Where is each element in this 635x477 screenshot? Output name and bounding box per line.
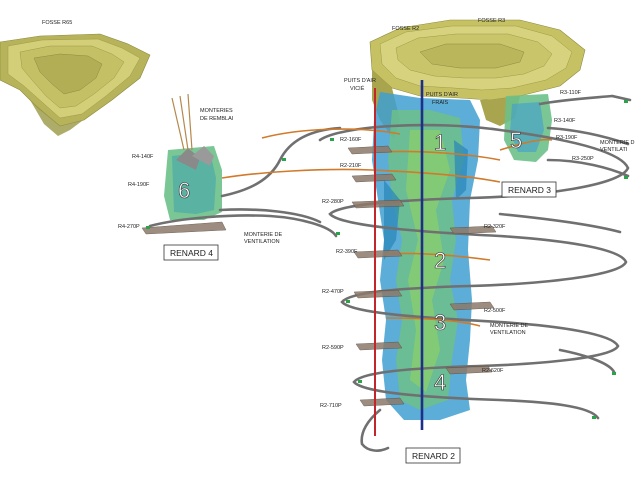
vent-raise-r2-label-1: MONTERIE DE [490, 323, 529, 329]
ramp-system [148, 94, 632, 452]
ramp-r2-label: RENARD 2 [412, 451, 455, 461]
zone-number: 5 [510, 128, 522, 153]
vent-raise-r3-label-2: VENTILATI [600, 147, 628, 153]
level-label: R2-590P [322, 345, 344, 351]
ramp-r2-box [405, 447, 461, 464]
level-label: R3-250P [572, 156, 594, 162]
vent-raise-r3-label-1: MONTERIE D [600, 140, 635, 146]
level-platforms [141, 145, 497, 407]
level-label: R2-320F [484, 224, 506, 230]
level-label: R2-390F [336, 249, 358, 255]
level-label: R2-160F [340, 137, 362, 143]
level-label: R4-190F [128, 182, 150, 188]
exhaust-shaft-label-2: VICIÉ [350, 85, 365, 92]
pit-r65-label: FOSSE R65 [42, 20, 72, 26]
vent-raise-r2-label-2: VENTILATION [490, 330, 526, 336]
level-label: R2-710P [320, 403, 342, 409]
zone-number: 4 [434, 370, 446, 395]
level-label: R3-190F [556, 135, 578, 141]
zone-number: 2 [434, 248, 446, 273]
ramp-r3-box [501, 181, 557, 198]
zone-number: 1 [434, 130, 446, 155]
backfill-raises-label-2: DE REMBLAI [200, 116, 234, 122]
orebody-r2 [372, 92, 480, 420]
fresh-shaft-label-1: PUITS D'AIR [426, 92, 458, 98]
level-label: R3-110F [560, 90, 582, 96]
level-label: R3-140F [554, 118, 576, 124]
zone-number: 6 [178, 178, 190, 203]
level-label: R2-210F [340, 163, 362, 169]
station-markers [146, 100, 628, 419]
pit-r2-label: FOSSE R2 [392, 26, 419, 32]
level-label: R2-500F [484, 308, 506, 314]
level-label: R2-280P [322, 199, 344, 205]
vent-raise-r4-label-2: VENTILATION [244, 239, 280, 245]
level-label: R2-620F [482, 368, 504, 374]
pit-r3-label: FOSSE R3 [478, 18, 505, 24]
fresh-shaft-label-2: FRAIS [432, 100, 449, 106]
ramp-r3-label: RENARD 3 [508, 185, 551, 195]
ramp-r4-label: RENARD 4 [170, 248, 213, 258]
zone-number: 3 [434, 310, 446, 335]
orebody-r4 [164, 93, 222, 220]
level-label: R4-140F [132, 154, 154, 160]
ramp-r4-box [163, 244, 219, 261]
backfill-raises-label-1: MONTERIES [200, 108, 233, 114]
pit-r65 [0, 33, 151, 136]
level-label: R4-270P [118, 224, 140, 230]
exhaust-shaft-label-1: PUITS D'AIR [344, 78, 376, 84]
vent-raise-r4-label-1: MONTERIE DE [244, 232, 283, 238]
level-label: R2-470P [322, 289, 344, 295]
